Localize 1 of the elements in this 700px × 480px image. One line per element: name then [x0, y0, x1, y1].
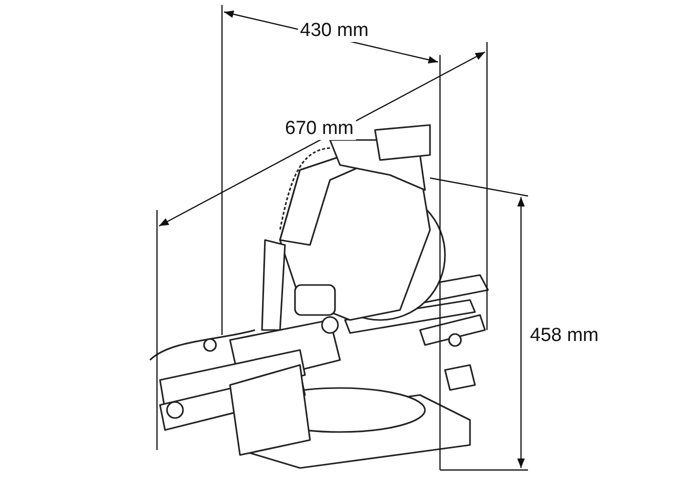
dimension-label: 670 mm — [283, 118, 356, 140]
